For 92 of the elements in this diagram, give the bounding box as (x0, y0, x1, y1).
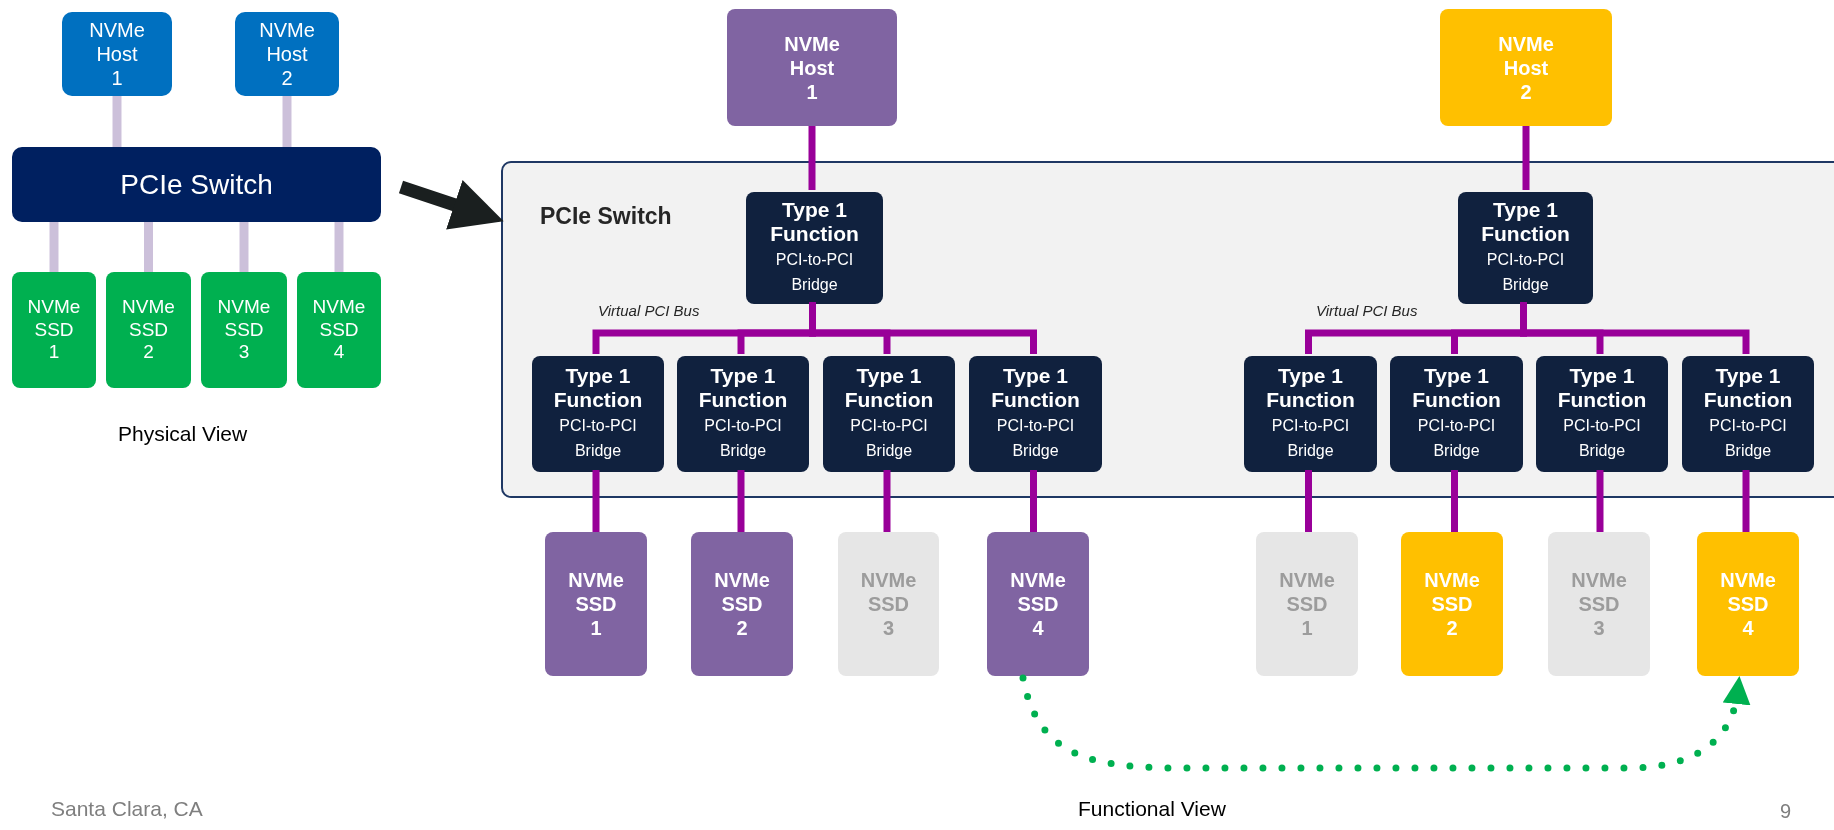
node-title: NVMe Host 1 (784, 31, 840, 104)
node-title: NVMe SSD 1 (1279, 568, 1335, 640)
node-title: NVMe Host 1 (89, 18, 145, 90)
connector-line (592, 470, 600, 532)
page-number: 9 (1780, 800, 1792, 823)
connector-line (809, 302, 1037, 354)
connector-line (1030, 470, 1037, 532)
node-subtitle: PCI-to-PCI Bridge (1708, 415, 1788, 462)
node-title: NVMe SSD 1 (27, 295, 81, 365)
ssd-box (106, 272, 191, 388)
host-box (727, 9, 897, 126)
switch-box (12, 147, 381, 222)
connector-line (808, 126, 816, 190)
node-title: Type 1 Function (1411, 364, 1502, 413)
connector-line (282, 96, 292, 147)
ssd-box (297, 272, 381, 388)
node-title: Type 1 Function (843, 364, 935, 413)
connector-line (144, 222, 153, 272)
ssd-box (691, 532, 793, 676)
node-title: NVMe SSD 2 (1424, 568, 1480, 640)
connector-line (737, 470, 745, 532)
bridge-box (1536, 356, 1668, 472)
node-title: NVMe SSD 2 (714, 568, 770, 640)
switch-container (501, 161, 1834, 498)
ssd-box (1401, 532, 1503, 676)
host-box (62, 12, 172, 96)
node-title: Type 1 Function (552, 364, 644, 413)
node-title: Type 1 Function (697, 364, 789, 413)
ssd-box (1548, 532, 1650, 676)
host-box (235, 12, 339, 96)
ssd-box (12, 272, 96, 388)
connector-line (1522, 126, 1530, 190)
dotted-arrow (1019, 674, 1750, 772)
ssd-box (201, 272, 287, 388)
node-subtitle: PCI-to-PCI Bridge (849, 415, 929, 462)
footer-location: Santa Clara, CA (51, 797, 203, 821)
connector-line (334, 222, 344, 272)
node-subtitle: PCI-to-PCI Bridge (558, 415, 638, 462)
node-title: Type 1 Function (990, 364, 1081, 413)
bridge-box (969, 356, 1102, 472)
node-title: Type 1 Function (769, 198, 860, 247)
node-subtitle: PCI-to-PCI Bridge (1562, 415, 1642, 462)
bridge-box (677, 356, 809, 472)
node-subtitle: PCI-to-PCI Bridge (1416, 415, 1497, 462)
node-subtitle: PCI-to-PCI Bridge (774, 249, 855, 296)
node-title: NVMe SSD 4 (1010, 568, 1066, 640)
connector-line (1520, 302, 1750, 354)
node-title: NVMe Host 2 (259, 18, 315, 90)
switch-title: PCIe Switch (540, 203, 672, 230)
node-title: Type 1 Function (1556, 364, 1648, 413)
node-subtitle: PCI-to-PCI Bridge (703, 415, 783, 462)
bus-label: Virtual PCI Bus (598, 302, 700, 319)
node-subtitle: PCI-to-PCI Bridge (1485, 249, 1566, 296)
node-title: NVMe SSD 2 (122, 295, 175, 365)
node-title: NVMe SSD 1 (568, 568, 624, 640)
node-title: NVMe SSD 3 (217, 295, 271, 365)
node-title: NVMe SSD 3 (1571, 568, 1627, 640)
bridge-box (823, 356, 955, 472)
arrow (398, 180, 504, 230)
node-subtitle: PCI-to-PCI Bridge (1270, 415, 1351, 462)
connector-line (1596, 470, 1604, 532)
node-title: Type 1 Function (1480, 198, 1571, 247)
host-box (1440, 9, 1612, 126)
node-title: NVMe SSD 3 (860, 568, 917, 640)
bridge-box (532, 356, 664, 472)
ssd-box (545, 532, 647, 676)
ssd-box (1256, 532, 1358, 676)
node-title: NVMe SSD 4 (1720, 568, 1776, 640)
connector-line (1742, 470, 1750, 532)
view-caption: Functional View (1078, 797, 1226, 821)
node-subtitle: PCI-to-PCI Bridge (995, 415, 1076, 462)
ssd-box (838, 532, 939, 676)
bridge-box (1682, 356, 1814, 472)
node-title: NVMe Host 2 (1498, 31, 1554, 104)
bridge-box (1390, 356, 1523, 472)
connector-line (1305, 470, 1312, 532)
bridge-box (1244, 356, 1377, 472)
connector-line (239, 222, 249, 272)
bus-label: Virtual PCI Bus (1316, 302, 1418, 319)
connector-line (883, 470, 891, 532)
node-title: Type 1 Function (1702, 364, 1794, 413)
connector-line (1451, 470, 1458, 532)
ssd-box (1697, 532, 1799, 676)
ssd-box (987, 532, 1089, 676)
node-title: Type 1 Function (1265, 364, 1356, 413)
node-title: PCIe Switch (120, 167, 273, 202)
bridge-box (746, 192, 883, 304)
connector-line (112, 96, 122, 147)
bridge-box (1458, 192, 1593, 304)
view-caption: Physical View (118, 422, 248, 446)
connector-line (49, 222, 59, 272)
node-title: NVMe SSD 4 (312, 295, 366, 365)
